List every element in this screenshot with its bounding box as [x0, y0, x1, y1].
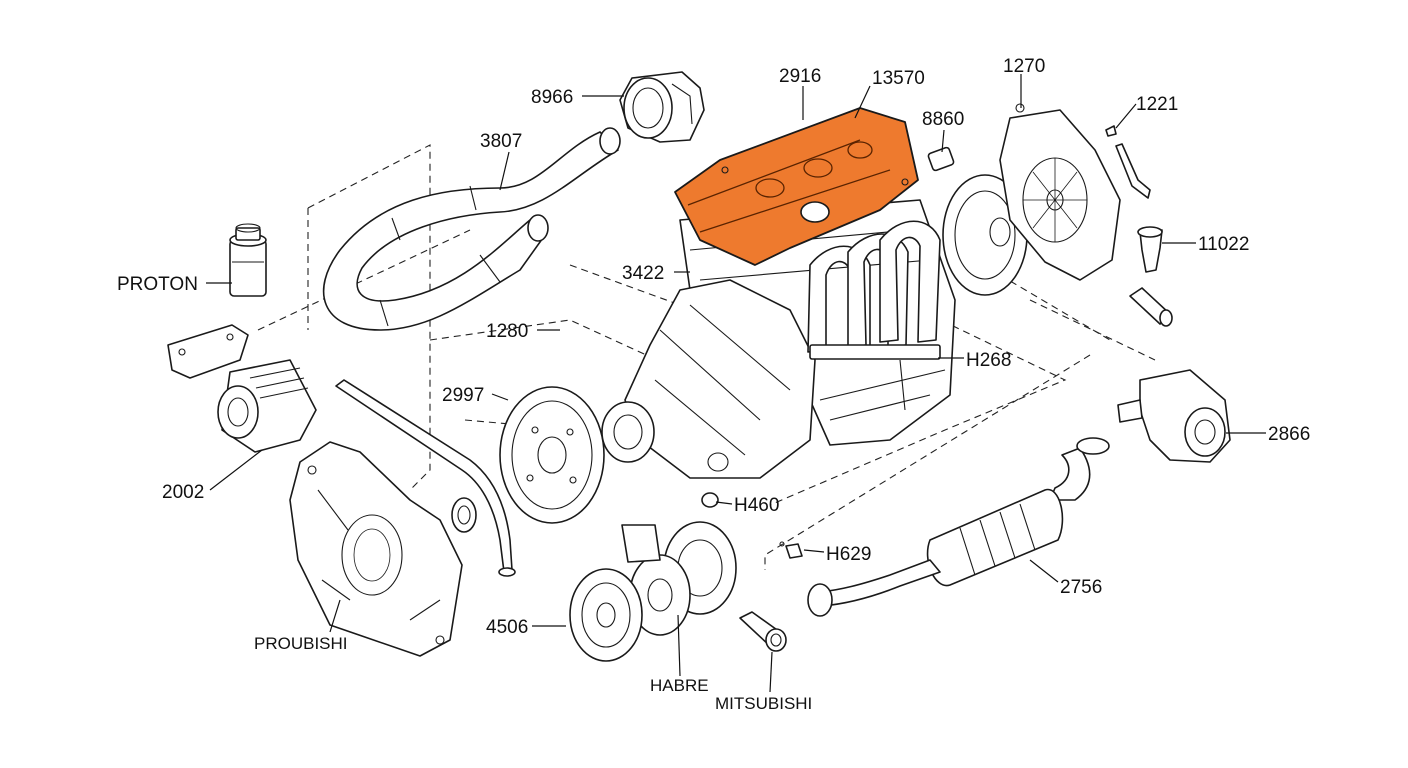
- label-h268: H268: [966, 350, 1011, 371]
- crank-sensor: [739, 611, 787, 652]
- label-2916: 2916: [779, 66, 821, 87]
- valve-cover-shell: [674, 107, 919, 266]
- clip-h629: [779, 541, 803, 559]
- label-13570: 13570: [872, 68, 925, 89]
- seal-ring: [451, 497, 477, 533]
- pump-2866: [1117, 369, 1231, 463]
- label-h460: H460: [734, 495, 779, 516]
- exhaust-manifold: [807, 220, 941, 360]
- housing-cap-8966: [619, 71, 705, 143]
- label-h629: H629: [826, 544, 871, 565]
- label-1221: 1221: [1136, 94, 1178, 115]
- fitting-8860: [927, 146, 955, 172]
- dipstick-tube: [335, 379, 516, 577]
- exhaust-pipe: [807, 437, 1110, 617]
- plug-h460: [701, 492, 719, 508]
- leader-lines: [206, 74, 1266, 693]
- alternator: [217, 359, 317, 453]
- label-2997: 2997: [442, 385, 484, 406]
- clip-1221: [1105, 125, 1151, 199]
- label-11022: 11022: [1198, 234, 1249, 255]
- label-1280: 1280: [486, 321, 528, 342]
- valve-cover: [674, 107, 919, 266]
- temp-sensor: [1129, 287, 1173, 327]
- mount-bracket: [167, 324, 249, 379]
- crank-pulley-stack: [569, 521, 737, 662]
- callout-labels: 8966 3807 PROTON 1280 2002 PROUBISHI 450…: [117, 56, 1310, 713]
- label-8966: 8966: [531, 87, 573, 108]
- label-mitsubishi: MITSUBISHI: [715, 694, 812, 713]
- transmission-case: [601, 279, 816, 479]
- label-1270: 1270: [1003, 56, 1045, 77]
- label-proton: PROTON: [117, 274, 198, 295]
- label-8860: 8860: [922, 109, 964, 130]
- label-3807: 3807: [480, 131, 522, 152]
- label-proubishi: PROUBISHI: [254, 634, 348, 653]
- label-2756: 2756: [1060, 577, 1102, 598]
- oil-filter: [229, 223, 267, 297]
- timing-cover: [999, 103, 1121, 281]
- label-2002: 2002: [162, 482, 204, 503]
- sender-11022: [1137, 226, 1163, 273]
- label-2866: 2866: [1268, 424, 1310, 445]
- radiator-hose-3807: [322, 127, 621, 331]
- side-cover-casting: [289, 441, 463, 657]
- label-3422: 3422: [622, 263, 664, 284]
- flywheel: [499, 386, 605, 524]
- label-4506: 4506: [486, 617, 528, 638]
- label-habre: HABRE: [650, 676, 709, 695]
